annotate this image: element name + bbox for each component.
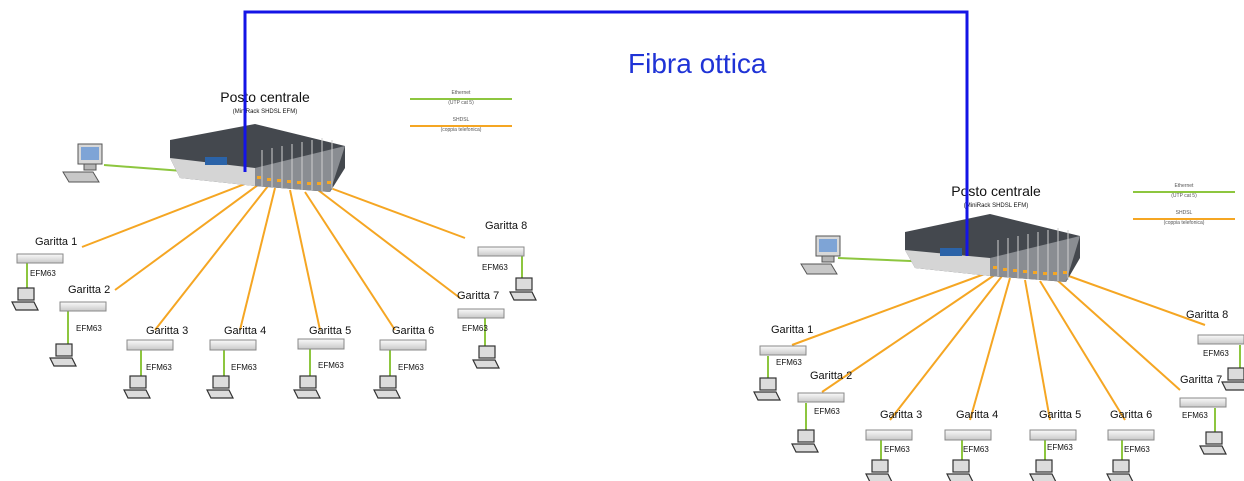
site-label-2: Garitta 2 [68,284,110,296]
modem-label-6: EFM63 [1124,445,1150,454]
legend: Ethernet (UTP cat 5) SHDSL (coppia telef… [410,90,512,133]
legend: Ethernet (UTP cat 5) SHDSL (coppia telef… [1133,183,1235,226]
site-label-5: Garitta 5 [1039,409,1081,421]
remote-pc-icons [753,367,1244,481]
modem-label-1: EFM63 [776,358,802,367]
central-post-title: Posto centrale [220,89,310,105]
network-diagram-right: Ethernet (UTP cat 5) SHDSL (coppia telef… [753,183,1244,481]
modem-label-7: EFM63 [462,324,488,333]
site-label-8: Garitta 8 [485,220,527,232]
modem-label-7: EFM63 [1182,411,1208,420]
ethernet-legend-sublabel: (UTP cat 5) [448,100,474,106]
ethernet-links [26,164,523,378]
central-rack [170,124,345,192]
ethernet-links [767,257,1241,465]
site-label-1: Garitta 1 [35,236,77,248]
efm63-modems [759,334,1244,441]
fiber-optic-link [243,10,969,256]
shdsl-links [791,271,1206,421]
site-label-4: Garitta 4 [224,325,266,337]
site-label-8: Garitta 8 [1186,309,1228,321]
site-label-2: Garitta 2 [810,370,852,382]
shdsl-legend-sublabel: (coppia telefonica) [1164,220,1205,226]
site-label-4: Garitta 4 [956,409,998,421]
modem-label-4: EFM63 [963,445,989,454]
central-rack [905,214,1080,282]
site-label-1: Garitta 1 [771,324,813,336]
central-pc-icon [62,143,103,183]
efm63-modems [16,246,525,351]
site-label-7: Garitta 7 [457,290,499,302]
modem-label-3: EFM63 [884,445,910,454]
fiber-optic-label: Fibra ottica [628,48,767,79]
ethernet-legend-label: Ethernet [452,90,472,96]
modem-label-2: EFM63 [814,407,840,416]
modem-label-8: EFM63 [1203,349,1229,358]
shdsl-links [81,179,466,331]
central-pc-icon [800,235,841,275]
remote-pc-icons [11,277,537,399]
central-post-subtitle: (MiniRack SHDSL EFM) [233,109,297,115]
shdsl-legend-label: SHDSL [453,117,470,123]
modem-label-3: EFM63 [146,363,172,372]
site-label-5: Garitta 5 [309,325,351,337]
central-post-subtitle: (MiniRack SHDSL EFM) [964,203,1028,209]
ethernet-legend-sublabel: (UTP cat 5) [1171,193,1197,199]
shdsl-legend-sublabel: (coppia telefonica) [441,127,482,133]
modem-label-6: EFM63 [398,363,424,372]
modem-label-8: EFM63 [482,263,508,272]
modem-label-5: EFM63 [318,361,344,370]
central-post-title: Posto centrale [951,183,1041,199]
modem-label-1: EFM63 [30,269,56,278]
site-label-3: Garitta 3 [880,409,922,421]
site-label-6: Garitta 6 [1110,409,1152,421]
site-label-7: Garitta 7 [1180,374,1222,386]
shdsl-legend-label: SHDSL [1176,210,1193,216]
site-label-3: Garitta 3 [146,325,188,337]
modem-label-5: EFM63 [1047,443,1073,452]
network-diagram-left: Ethernet (UTP cat 5) SHDSL (coppia telef… [11,89,537,399]
modem-label-2: EFM63 [76,324,102,333]
ethernet-legend-label: Ethernet [1175,183,1195,189]
site-label-6: Garitta 6 [392,325,434,337]
modem-label-4: EFM63 [231,363,257,372]
